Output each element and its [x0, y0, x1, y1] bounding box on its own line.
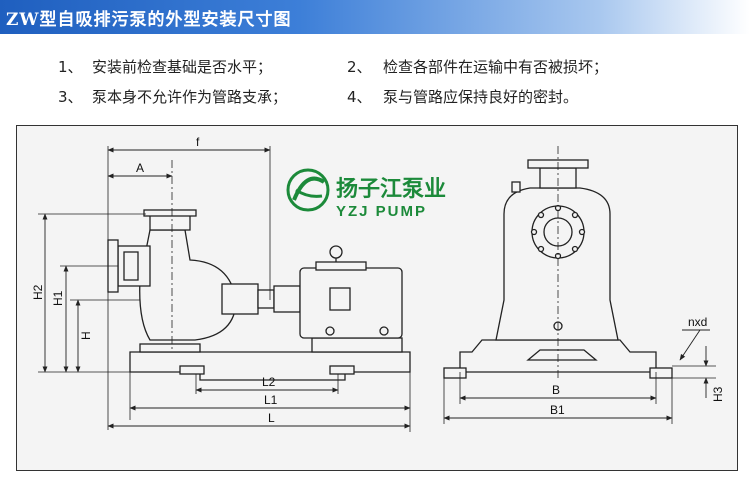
inlet-valve: [123, 251, 139, 281]
note-1-number: 1、: [58, 58, 83, 76]
front-foot-right: [649, 367, 673, 379]
base-foot-right: [329, 365, 355, 375]
logo: 扬子江泵业 YZJ PUMP: [286, 168, 446, 220]
front-base-recess: [526, 349, 598, 361]
dim-label-a: A: [136, 161, 144, 175]
motor-bolt: [325, 326, 335, 336]
pump-casing: [139, 229, 237, 341]
priming-plug: [511, 181, 521, 193]
note-4-text: 泵与管路应保持良好的密封。: [383, 88, 579, 106]
dim-label-h: H: [79, 331, 93, 340]
logo-cn-text: 扬子江泵业: [336, 177, 446, 202]
dim-label-b1: B1: [550, 403, 565, 417]
logo-en-text: YZJ PUMP: [336, 203, 427, 220]
motor-pad: [311, 337, 403, 353]
side-extension-lines: [38, 146, 411, 432]
motor-top: [315, 261, 367, 271]
dim-leader-nxd: [679, 329, 701, 361]
shaft-guard: [273, 285, 301, 313]
note-2-number: 2、: [347, 58, 372, 76]
dim-label-f: f: [196, 135, 200, 149]
dim-label-l: L: [268, 411, 275, 425]
note-1-text: 安装前检查基础是否水平；: [92, 58, 273, 76]
pump-pad: [139, 343, 201, 353]
front-casing: [495, 187, 619, 341]
dim-label-h2: H2: [31, 284, 45, 300]
dim-label-l2: L2: [262, 375, 276, 389]
front-extension-lines: [443, 365, 716, 424]
dim-label-h3: H3: [711, 386, 725, 402]
side-view: [107, 209, 411, 381]
coupling: [257, 289, 275, 309]
dim-label-b: B: [552, 383, 560, 397]
title-bar: ZW型自吸排污泵的外型安装尺寸图: [0, 0, 750, 34]
outlet-flange: [143, 209, 197, 217]
motor-bolt: [379, 326, 389, 336]
note-2-text: 检查各部件在运输中有否被损坏；: [383, 58, 609, 76]
base-foot-left: [179, 365, 205, 375]
motor-lift-eye: [329, 245, 343, 259]
dim-label-h1: H1: [51, 290, 65, 306]
logo-icon: [286, 168, 330, 212]
bearing-housing: [221, 283, 259, 315]
page-title: ZW型自吸排污泵的外型安装尺寸图: [6, 10, 292, 30]
note-3-number: 3、: [58, 88, 83, 106]
motor-terminal-box: [329, 287, 351, 311]
note-4-number: 4、: [347, 88, 372, 106]
note-3-text: 泵本身不允许作为管路支承；: [92, 88, 288, 106]
dim-label-l1: L1: [264, 393, 278, 407]
front-foot-left: [443, 367, 467, 379]
dim-label-nxd: nxd: [688, 315, 707, 329]
